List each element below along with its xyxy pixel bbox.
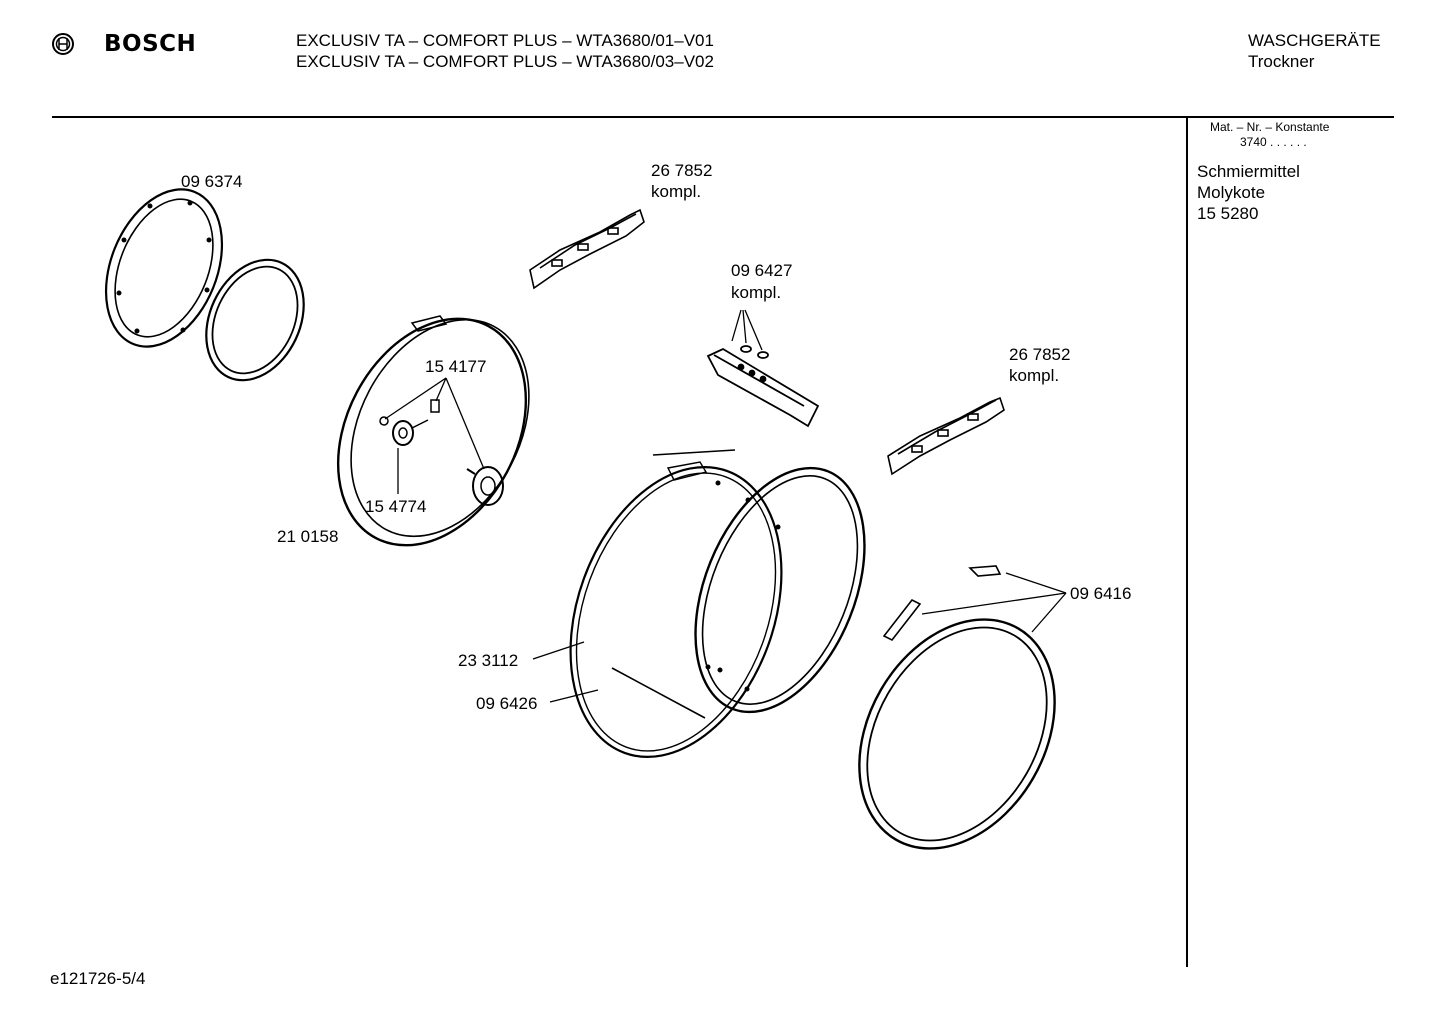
lubricant-number: 15 5280 (1197, 204, 1259, 223)
model-line-2: EXCLUSIV TA – COMFORT PLUS – WTA3680/03–… (296, 52, 714, 71)
document-id: e121726-5/4 (50, 969, 146, 988)
part-note-096427: kompl. (731, 283, 782, 302)
part-096427-paddle (706, 309, 820, 428)
part-233112-drum (569, 449, 866, 758)
lubricant-name: Molykote (1197, 183, 1266, 202)
model-line-1: EXCLUSIV TA – COMFORT PLUS – WTA3680/01–… (296, 31, 714, 50)
part-label-096427: 09 6427 (731, 261, 793, 280)
gasket-ring (205, 258, 305, 382)
part-note-267852-upper: kompl. (651, 182, 702, 201)
part-label-233112: 23 3112 (458, 651, 519, 670)
part-label-096416: 09 6416 (1070, 584, 1132, 603)
part-267852-lifter-upper (529, 208, 645, 290)
bosch-logo-icon (52, 33, 74, 55)
mat-nr-value: 3740 . . . . . . (1240, 135, 1307, 149)
part-096416-front-ring (858, 565, 1056, 850)
part-note-267852-lower: kompl. (1009, 366, 1060, 385)
subcategory: Trockner (1248, 52, 1315, 71)
part-210158-rear-wall (336, 315, 530, 547)
mat-nr-label: Mat. – Nr. – Konstante (1210, 120, 1330, 134)
leader-lines-drum (532, 641, 599, 703)
leader-lines-154177 (384, 377, 485, 494)
part-label-267852-upper: 26 7852 (651, 161, 713, 180)
part-label-210158: 21 0158 (277, 527, 339, 546)
lubricant-label: Schmiermittel (1197, 162, 1300, 181)
category: WASCHGERÄTE (1248, 31, 1381, 50)
part-label-267852-lower: 26 7852 (1009, 345, 1071, 364)
part-267852-lifter-lower (887, 396, 1005, 476)
part-096374-flange-ring (104, 188, 224, 348)
leader-lines-096416 (921, 572, 1067, 633)
part-label-096374: 09 6374 (181, 172, 243, 191)
brand-name: BOSCH (104, 31, 197, 57)
part-label-154774: 15 4774 (365, 497, 427, 516)
part-label-096426: 09 6426 (476, 694, 538, 713)
part-label-154177: 15 4177 (425, 357, 487, 376)
